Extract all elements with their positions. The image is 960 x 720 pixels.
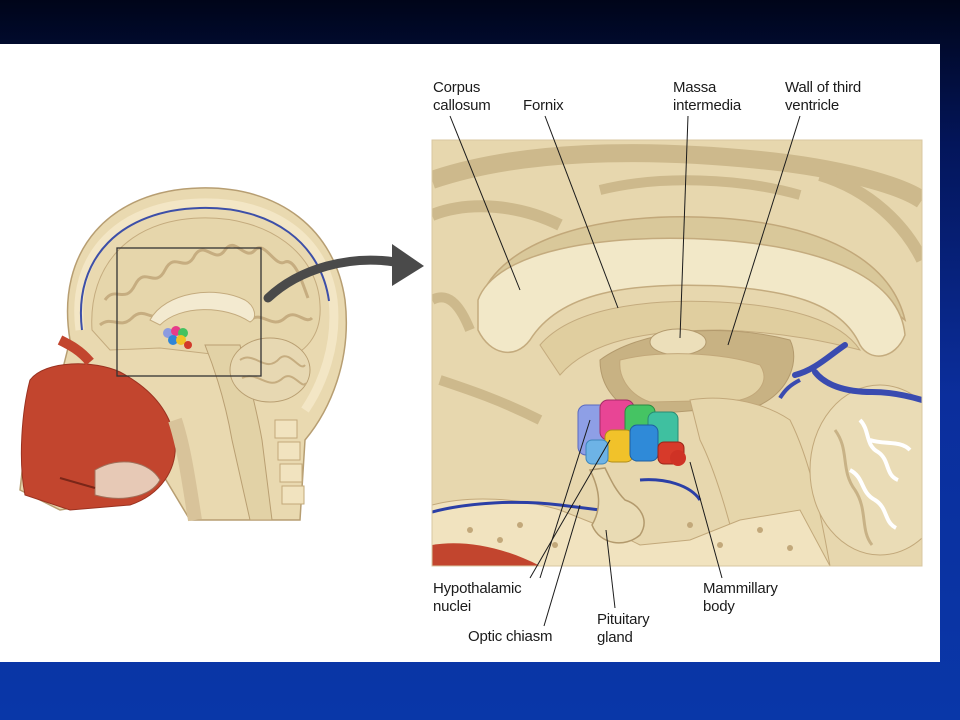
label-corpus-callosum: Corpus callosum <box>433 79 491 114</box>
sagittal-head-illustration <box>19 187 348 522</box>
zoom-region-box <box>116 247 262 377</box>
zoom-arrow <box>263 244 424 303</box>
label-pituitary-gland: Pituitary gland <box>597 611 650 646</box>
label-fornix: Fornix <box>523 97 564 114</box>
hypothalamic-nuclei-region <box>577 399 686 466</box>
fornix-region <box>539 300 862 376</box>
label-mammillary-body: Mammillary body <box>703 580 778 615</box>
cerebellum <box>809 384 922 556</box>
leader-lines <box>449 115 801 627</box>
skull-base <box>432 498 831 566</box>
label-hypothalamic-nuclei: Hypothalamic nuclei <box>433 580 522 615</box>
corpus-callosum-region <box>477 237 906 357</box>
head-hypothalamus-nuclei <box>163 326 192 349</box>
label-optic-chiasm: Optic chiasm <box>468 628 553 645</box>
magnified-brain-illustration <box>431 139 923 567</box>
massa-intermedia-region <box>649 328 707 356</box>
label-wall-third-ventricle: Wall of third ventricle <box>785 79 862 114</box>
label-massa-intermedia: Massa intermedia <box>673 79 742 114</box>
pituitary-gland-region <box>588 467 645 544</box>
